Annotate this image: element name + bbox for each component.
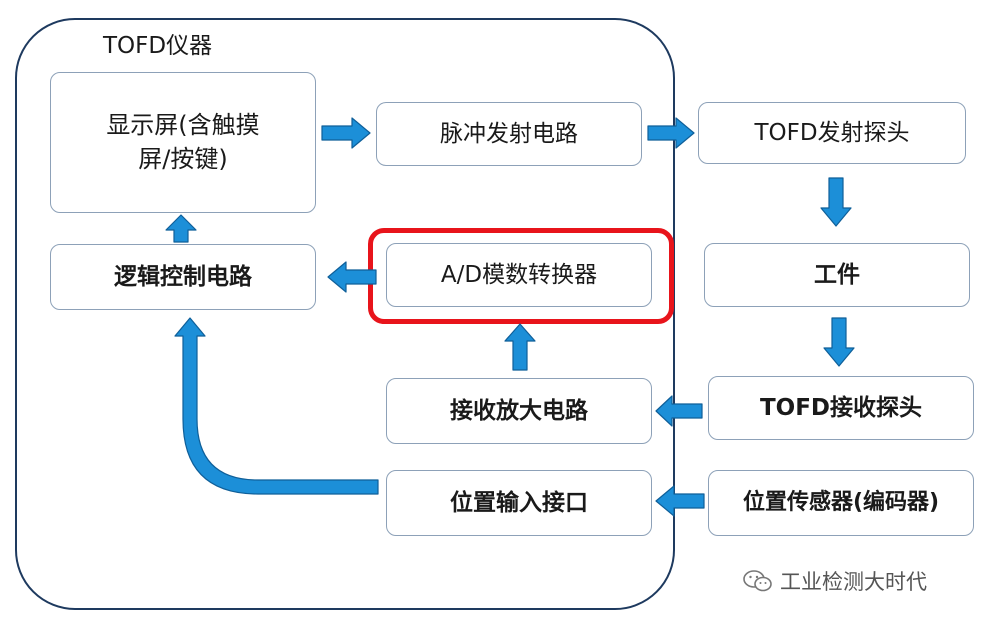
- workpiece-box: 工件: [704, 243, 970, 307]
- arrow-adc-to-logic: [327, 261, 377, 293]
- arrow-display-to-pulse: [321, 117, 371, 149]
- tofd-instrument-container: [15, 18, 675, 610]
- arrow-workpiece-to-rx-probe: [823, 317, 855, 367]
- rx-probe-box: TOFD接收探头: [708, 376, 974, 440]
- receive-amplifier-box: 接收放大电路: [386, 378, 652, 444]
- position-input-box: 位置输入接口: [386, 470, 652, 536]
- logic-control-box: 逻辑控制电路: [50, 244, 316, 310]
- arrow-position-input-to-logic: [174, 317, 379, 495]
- position-sensor-box: 位置传感器(编码器): [708, 470, 974, 536]
- display-box: 显示屏(含触摸屏/按键): [50, 72, 316, 213]
- watermark-text: 工业检测大时代: [780, 570, 927, 594]
- wechat-icon: [743, 570, 772, 592]
- arrow-rx-probe-to-amp: [655, 395, 703, 427]
- arrow-tx-probe-to-workpiece: [820, 177, 852, 227]
- arrow-pulse-to-tx-probe: [647, 117, 695, 149]
- adc-box: A/D模数转换器: [386, 243, 652, 307]
- pulse-circuit-box: 脉冲发射电路: [376, 102, 642, 166]
- arrow-amp-to-adc: [504, 323, 536, 371]
- container-title: TOFD仪器: [103, 33, 213, 59]
- arrow-logic-to-display: [165, 214, 197, 243]
- arrow-sensor-to-position-input: [655, 485, 705, 517]
- tx-probe-box: TOFD发射探头: [698, 102, 966, 164]
- watermark: 工业检测大时代: [742, 566, 927, 596]
